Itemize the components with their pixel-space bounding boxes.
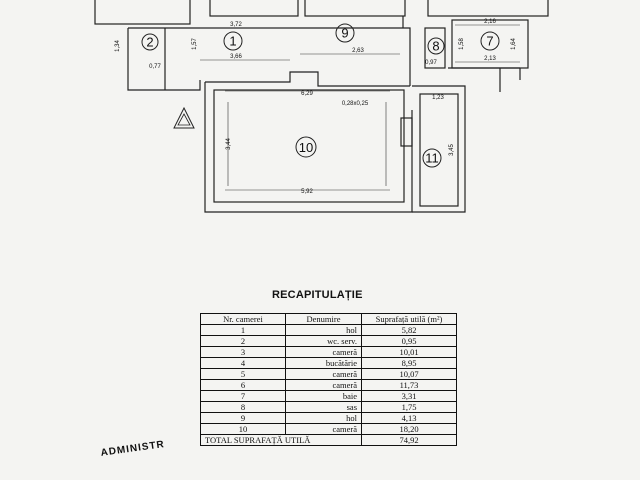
cell-name: baie — [285, 390, 362, 402]
dimension-lines — [200, 24, 520, 191]
table-row: 7 baie 3,31 — [200, 390, 457, 402]
cell-number: 2 — [200, 335, 286, 347]
room-label-1: 1 — [229, 34, 236, 49]
walls — [94, 0, 549, 213]
total-row: TOTAL SUPRAFAȚĂ UTILĂ 74,92 — [200, 434, 457, 446]
room-circle-9 — [335, 23, 355, 43]
dim-label: 1,64 — [511, 38, 517, 50]
cell-number: 10 — [200, 423, 286, 435]
cell-number: 1 — [200, 324, 286, 336]
room-label-2: 2 — [146, 35, 153, 50]
cell-area: 11,73 — [361, 379, 457, 391]
dim-label: 5,92 — [301, 189, 313, 195]
cell-name: cameră — [285, 423, 362, 435]
dim-label: 3,72 — [230, 22, 242, 28]
dim-label: 2,13 — [484, 56, 496, 62]
total-label: TOTAL SUPRAFAȚĂ UTILĂ — [200, 434, 362, 446]
cell-name: bucătărie — [285, 357, 362, 369]
dim-label: 0,97 — [425, 60, 437, 66]
cell-name: sas — [285, 401, 362, 413]
recap-title: RECAPITULAȚIE — [272, 289, 363, 301]
table-row: 5 cameră 10,07 — [200, 368, 457, 380]
dim-label: 2,63 — [352, 48, 364, 54]
dim-label: 6,29 — [301, 91, 313, 97]
table-row: 8 sas 1,75 — [200, 401, 457, 413]
column-header: Suprafață utilă (m²) — [361, 313, 457, 325]
column-header: Denumire — [285, 313, 362, 325]
dim-label: 0,28x0,25 — [342, 101, 369, 107]
dim-label: 1,34 — [115, 40, 121, 52]
cell-number: 5 — [200, 368, 286, 380]
total-value: 74,92 — [361, 434, 457, 446]
dim-label: 3,45 — [449, 144, 455, 156]
recap-table: Nr. camerei Denumire Suprafață utilă (m²… — [200, 313, 457, 446]
table-row: 6 cameră 11,73 — [200, 379, 457, 391]
floor-plan: 2 1 9 8 7 10 11 3,72 3,66 2,63 2,16 2,13… — [94, 0, 549, 213]
dim-label: 1,58 — [459, 38, 465, 50]
cell-name: hol — [285, 324, 362, 336]
dim-label: 3,66 — [230, 54, 242, 60]
cell-number: 7 — [200, 390, 286, 402]
room-circle-2 — [141, 33, 159, 51]
cell-area: 8,95 — [361, 357, 457, 369]
dim-label: 0,77 — [149, 64, 161, 70]
cell-area: 18,20 — [361, 423, 457, 435]
cell-name: cameră — [285, 379, 362, 391]
cell-area: 4,13 — [361, 412, 457, 424]
table-row: 1 hol 5,82 — [200, 324, 457, 336]
cell-number: 4 — [200, 357, 286, 369]
room-circle-1 — [223, 31, 243, 51]
room-label-11: 11 — [425, 151, 439, 166]
table-row: 3 cameră 10,01 — [200, 346, 457, 358]
table-header-row: Nr. camerei Denumire Suprafață utilă (m²… — [200, 313, 457, 325]
room-circle-10 — [295, 136, 317, 158]
cell-area: 5,82 — [361, 324, 457, 336]
dim-label: 1,23 — [432, 95, 444, 101]
cell-area: 10,01 — [361, 346, 457, 358]
table-row: 10 cameră 18,20 — [200, 423, 457, 435]
cell-area: 1,75 — [361, 401, 457, 413]
column-header: Nr. camerei — [200, 313, 286, 325]
cell-number: 9 — [200, 412, 286, 424]
room-label-9: 9 — [341, 26, 348, 41]
table-row: 9 hol 4,13 — [200, 412, 457, 424]
cell-name: hol — [285, 412, 362, 424]
cell-area: 3,31 — [361, 390, 457, 402]
cell-area: 0,95 — [361, 335, 457, 347]
table-row: 2 wc. serv. 0,95 — [200, 335, 457, 347]
stamp-text: ADMINISTR — [100, 439, 166, 459]
room-circle-8 — [427, 37, 445, 55]
room-label-8: 8 — [432, 39, 439, 54]
dim-label: 3,44 — [226, 138, 232, 150]
cell-name: cameră — [285, 346, 362, 358]
cell-number: 8 — [200, 401, 286, 413]
table-row: 4 bucătărie 8,95 — [200, 357, 457, 369]
triangle-symbol — [173, 106, 195, 129]
room-circle-11 — [422, 148, 442, 168]
room-circle-7 — [480, 31, 500, 51]
cell-name: cameră — [285, 368, 362, 380]
cell-area: 10,07 — [361, 368, 457, 380]
dim-label: 1,57 — [192, 38, 198, 50]
room-label-10: 10 — [299, 140, 313, 155]
room-label-7: 7 — [486, 34, 493, 49]
cell-number: 6 — [200, 379, 286, 391]
cell-name: wc. serv. — [285, 335, 362, 347]
dim-label: 2,16 — [484, 19, 496, 25]
cell-number: 3 — [200, 346, 286, 358]
